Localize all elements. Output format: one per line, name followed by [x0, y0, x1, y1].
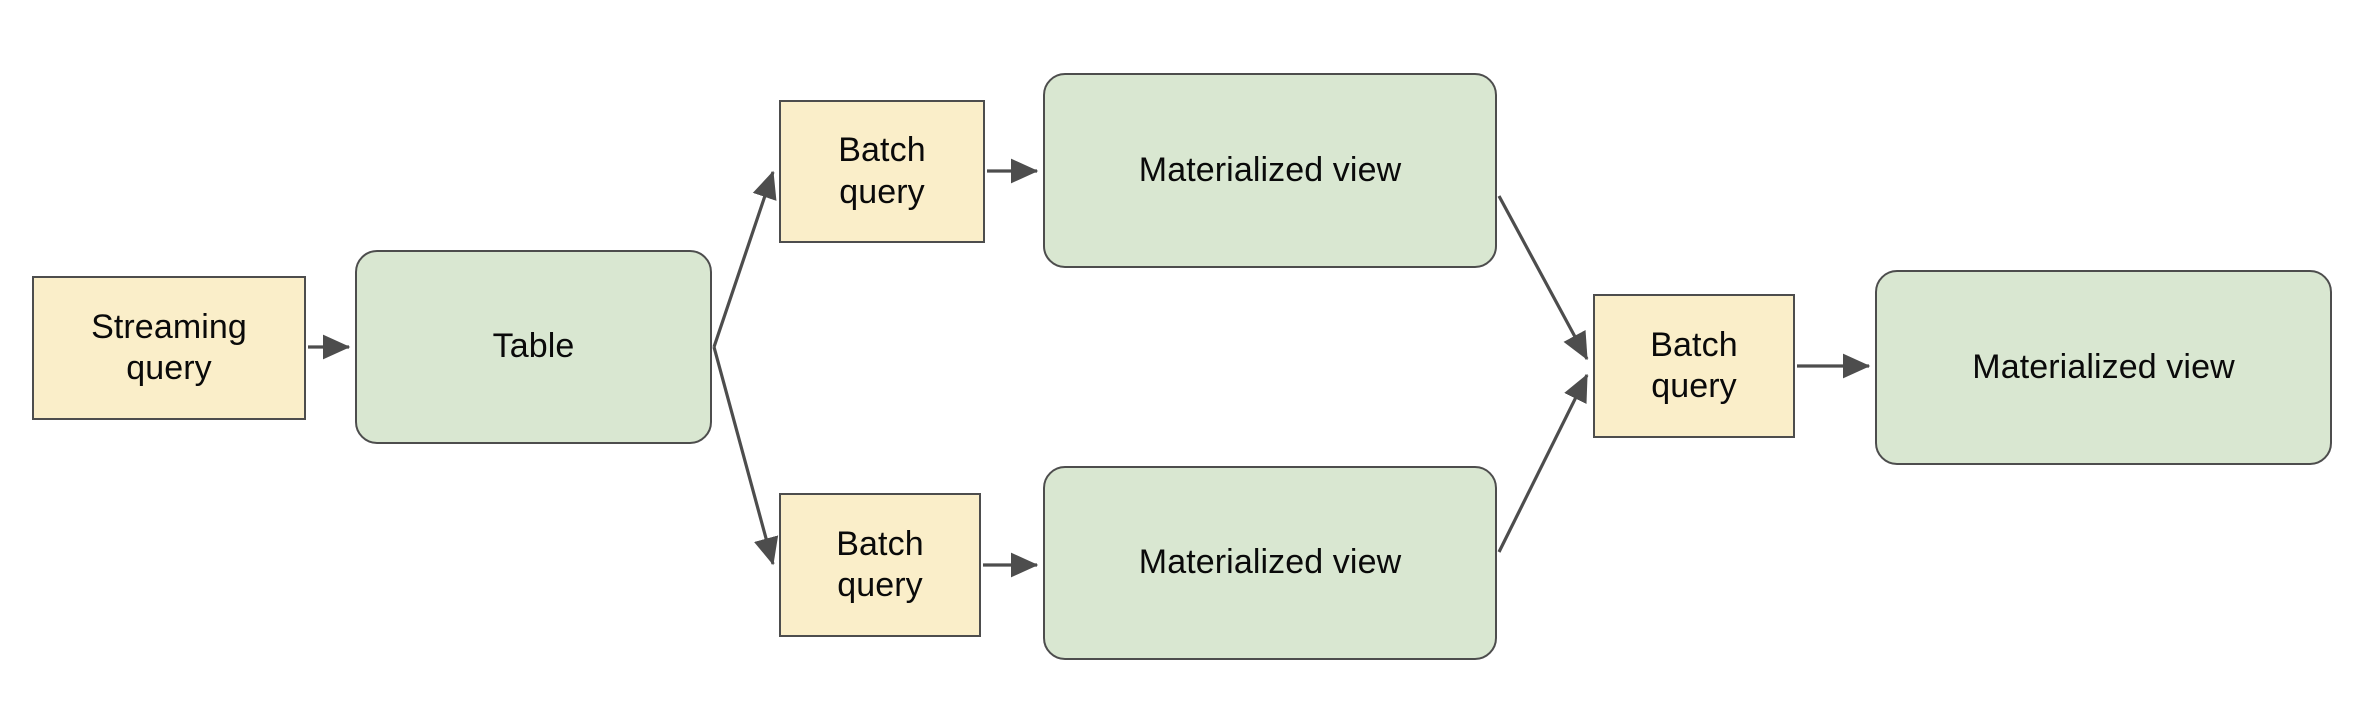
node-table-label: Table — [492, 327, 575, 366]
node-batch-query-top-label: Batch query — [838, 131, 926, 211]
node-streaming-query-label: Streaming query — [91, 307, 247, 387]
node-materialized-view-final[interactable]: Materialized view — [1875, 270, 2332, 465]
node-batch-query-join[interactable]: Batch query — [1593, 294, 1795, 438]
node-materialized-view-top-label: Materialized view — [1138, 150, 1402, 189]
node-materialized-view-top[interactable]: Materialized view — [1043, 73, 1497, 268]
node-materialized-view-bottom[interactable]: Materialized view — [1043, 466, 1497, 660]
edge-table-to-batch-query-bottom — [712, 346, 779, 566]
node-streaming-query[interactable]: Streaming query — [32, 276, 306, 420]
node-materialized-view-bottom-label: Materialized view — [1138, 543, 1402, 582]
node-batch-query-bottom[interactable]: Batch query — [779, 493, 981, 637]
edge-materialized-view-bottom-to-batch-query-join — [1497, 373, 1589, 553]
node-batch-query-top[interactable]: Batch query — [779, 100, 985, 243]
node-batch-query-join-label: Batch query — [1650, 325, 1738, 405]
edge-table-to-batch-query-top — [712, 170, 777, 348]
node-batch-query-bottom-label: Batch query — [836, 524, 924, 604]
edge-materialized-view-top-to-batch-query-join — [1497, 195, 1589, 361]
node-materialized-view-final-label: Materialized view — [1972, 347, 2235, 386]
node-table[interactable]: Table — [355, 250, 712, 444]
